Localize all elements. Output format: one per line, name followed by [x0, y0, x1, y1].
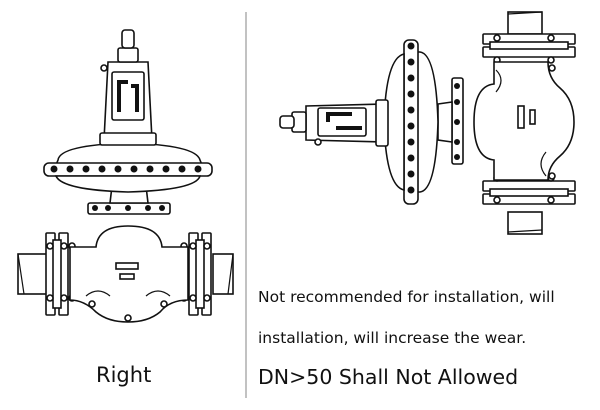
not-recommended-note-line2: installation, will increase the wear.: [258, 329, 527, 347]
horizontal-regulator-valve: [279, 11, 576, 235]
spring-bonnet-rotated: [279, 99, 389, 147]
left-flange-pair: [45, 232, 76, 316]
top-flange-pair: [482, 33, 576, 64]
upright-regulator-valve: [17, 29, 234, 323]
horizontal-pipe: [17, 253, 234, 295]
dn50-warning: DN>50 Shall Not Allowed: [258, 365, 519, 389]
body-nameplate: [115, 262, 139, 270]
spring-bonnet: [99, 29, 157, 146]
not-recommended-note-line1: Not recommended for installation, will: [258, 288, 555, 306]
diaphragm-housing: [43, 142, 213, 193]
correct-orientation-caption: Right: [96, 363, 152, 387]
body-nameplate-rotated: [517, 105, 525, 129]
vertical-pipe: [507, 11, 543, 235]
diaphragm-housing-rotated: [383, 39, 439, 205]
